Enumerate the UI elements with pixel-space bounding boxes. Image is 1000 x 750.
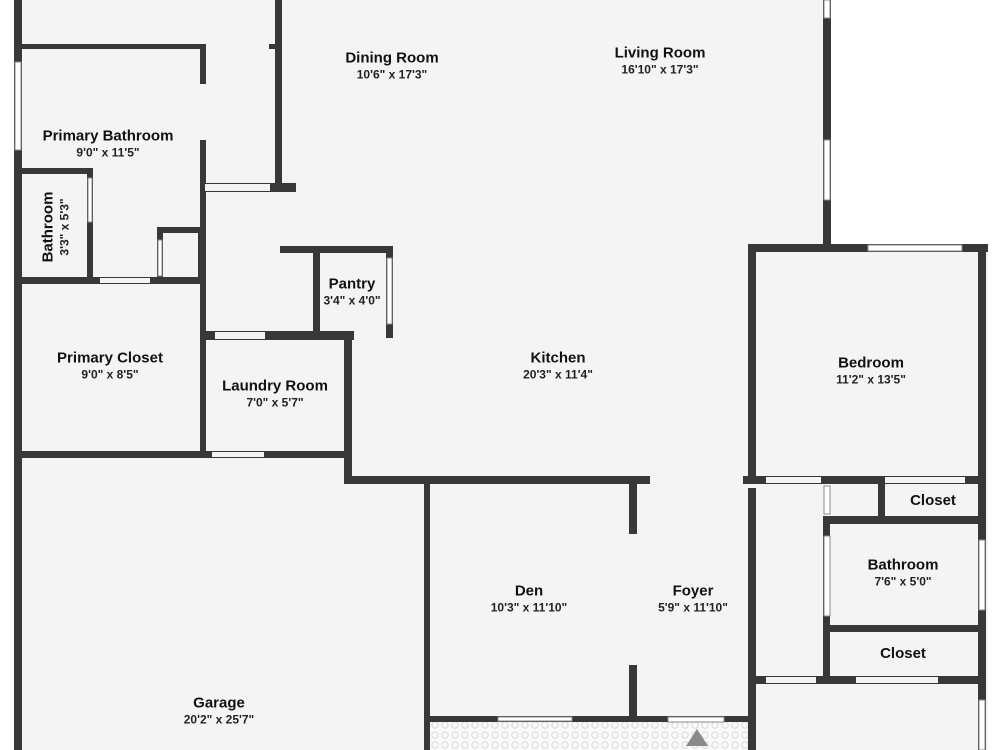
room-label-dining: Dining Room 10'6" x 17'3" [345,50,438,83]
room-label-living: Living Room 16'10" x 17'3" [615,45,706,78]
room-label-bathroom-2: Bathroom 7'6" x 5'0" [868,557,939,590]
room-dimensions: 9'0" x 8'5" [81,367,139,382]
room-dimensions: 10'6" x 17'3" [356,67,428,82]
room-name: Garage [193,694,245,712]
room-name: Living Room [614,44,706,62]
room-name: Primary Closet [57,349,163,367]
room-name: Den [514,582,544,600]
room-label-primary-bathroom: Primary Bathroom 9'0" x 11'5" [43,128,174,161]
room-label-closet-upper: Closet [910,492,956,510]
windows [14,0,986,750]
room-name: Bedroom [838,354,904,372]
room-name: Bathroom [867,556,939,574]
room-name: Foyer [672,582,714,600]
room-dimensions: 20'2" x 25'7" [183,712,255,727]
room-dimensions: 11'2" x 13'5" [836,372,906,387]
room-name: Closet [910,492,956,509]
room-name: Dining Room [345,49,439,67]
room-label-primary-closet: Primary Closet 9'0" x 8'5" [57,350,163,383]
room-label-laundry: Laundry Room 7'0" x 5'7" [222,378,328,411]
room-dimensions: 7'6" x 5'0" [874,574,932,589]
room-name: Closet [880,645,926,662]
room-name: Kitchen [530,349,586,367]
room-label-bedroom: Bedroom 11'2" x 13'5" [836,355,906,388]
room-name: Primary Bathroom [42,127,174,145]
room-dimensions: 20'3" x 11'4" [523,367,593,382]
room-dimensions: 9'0" x 11'5" [76,145,140,160]
room-name: Laundry Room [222,377,328,395]
room-dimensions: 16'10" x 17'3" [621,62,699,77]
room-dimensions: 7'0" x 5'7" [246,395,304,410]
room-name: Bathroom [39,191,57,263]
room-dimensions: 3'4" x 4'0" [323,293,381,308]
room-name: Pantry [328,275,376,293]
room-dimensions: 5'9" x 11'10" [658,600,728,615]
room-label-garage: Garage 20'2" x 25'7" [184,695,254,728]
door-gaps [100,184,965,683]
room-dimensions: 3'3" x 5'3" [57,198,72,256]
room-label-foyer: Foyer 5'9" x 11'10" [658,583,728,616]
floor-fill [18,0,988,750]
entry-arrow-icon [667,716,725,746]
room-label-den: Den 10'3" x 11'10" [491,583,567,616]
room-label-kitchen: Kitchen 20'3" x 11'4" [523,350,593,383]
room-label-pantry: Pantry 3'4" x 4'0" [323,276,380,309]
room-label-closet-lower: Closet [880,645,926,663]
room-label-bathroom-small: Bathroom 3'3" x 5'3" [40,192,73,263]
room-dimensions: 10'3" x 11'10" [490,600,568,615]
